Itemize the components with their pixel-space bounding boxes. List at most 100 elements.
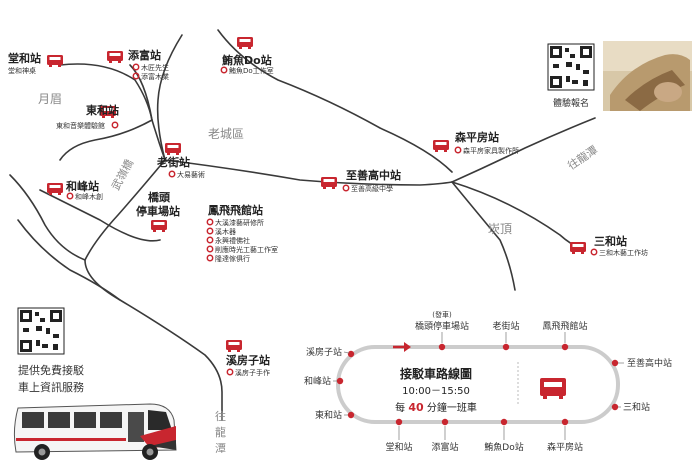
map-pin-icon bbox=[454, 146, 462, 154]
station-label-tianfu: 添富站 bbox=[128, 48, 161, 62]
station-label-laojie: 老街站 bbox=[156, 155, 190, 169]
bus-icon bbox=[433, 140, 449, 152]
map-pin-icon bbox=[111, 121, 119, 129]
route-stop-label: 老街站 bbox=[492, 320, 519, 332]
poi-label: 大易藝術 bbox=[177, 170, 205, 179]
route-stop-dot bbox=[561, 343, 569, 351]
road-network bbox=[9, 29, 596, 421]
service-line-2: 車上資訊服務 bbox=[18, 380, 84, 394]
poi-label: 添富木業 bbox=[141, 72, 169, 81]
bus-icon bbox=[237, 37, 253, 49]
station-label-fengfeifei: 鳳飛飛館站 bbox=[208, 203, 263, 217]
road-laojie-zhishan bbox=[164, 159, 453, 186]
map-pin-icon bbox=[206, 236, 214, 244]
poi-label: 削應時光工藝工作室 bbox=[215, 245, 278, 254]
map-pin-icon bbox=[206, 227, 214, 235]
station-label-sanhe: 三和站 bbox=[594, 234, 627, 248]
station-label-donghe: 東和站 bbox=[86, 103, 119, 117]
map-pin-icon bbox=[220, 66, 228, 74]
map-pin-icon bbox=[66, 192, 74, 200]
route-stop-label: 堂和站 bbox=[385, 441, 412, 453]
bus-icon bbox=[47, 55, 63, 67]
poi-label: 和峰木創 bbox=[75, 192, 103, 201]
route-loop bbox=[336, 345, 620, 424]
service-qr[interactable] bbox=[17, 307, 65, 355]
route-stop-label: 溪房子站 bbox=[306, 346, 342, 358]
area-label-laocheng: 老城區 bbox=[208, 127, 244, 141]
poi-label: 東和音樂體驗館 bbox=[56, 121, 105, 130]
route-stop-label: 三和站 bbox=[623, 401, 650, 413]
station-label-xifangzi: 溪房子站 bbox=[226, 353, 270, 367]
signup-qr[interactable] bbox=[547, 43, 595, 91]
road-tanghe-tianfu bbox=[59, 63, 153, 121]
bus-icon bbox=[165, 143, 181, 155]
map-pin-icon bbox=[590, 248, 598, 256]
road-to-sanhe bbox=[451, 181, 581, 249]
bus-icon bbox=[570, 242, 586, 254]
station-label-qiaotou-2: 停車場站 bbox=[136, 204, 180, 218]
route-stop-label: 鳳飛飛館站 bbox=[542, 320, 587, 332]
station-label-hefeng: 和峰站 bbox=[66, 179, 99, 193]
route-stop-dot bbox=[441, 418, 449, 426]
route-stop-dot bbox=[561, 418, 569, 426]
road-west-outer bbox=[9, 174, 86, 261]
poi-label: 森平房家具製作所 bbox=[463, 146, 519, 155]
area-label-kanding: 崁頂 bbox=[488, 222, 512, 236]
poi-label: 木匠先生 bbox=[141, 63, 169, 72]
route-stop-dot bbox=[347, 411, 355, 419]
service-line-1: 提供免費接駁 bbox=[18, 363, 84, 377]
route-stop-dot bbox=[347, 350, 355, 358]
route-stop-dot bbox=[502, 343, 510, 351]
map-pin-icon bbox=[132, 63, 140, 71]
bus-icon bbox=[540, 378, 566, 399]
map-pin-icon bbox=[168, 170, 176, 178]
map-pin-icon bbox=[226, 368, 234, 376]
route-stop-dot bbox=[336, 377, 344, 385]
map-pin-icon bbox=[206, 218, 214, 226]
route-stop-label: 橋頭停車場站 bbox=[415, 320, 469, 332]
depart-tag: (發車) bbox=[432, 310, 452, 319]
bus-icon bbox=[47, 183, 63, 195]
route-stop-dot bbox=[500, 418, 508, 426]
station-label-tanghe: 堂和站 bbox=[8, 51, 41, 65]
route-stop-label: 森平房站 bbox=[547, 441, 583, 453]
route-stop-label: 東和站 bbox=[315, 409, 342, 421]
road-label-to-longtan-south: 往龍潭 bbox=[215, 409, 226, 455]
bus-icon bbox=[107, 51, 123, 63]
route-hours: 10:00－15:50 bbox=[402, 386, 470, 397]
route-frequency: 每 40 分鐘一班車 bbox=[395, 401, 477, 414]
map-pin-icon bbox=[206, 254, 214, 262]
map-pin-icon bbox=[206, 245, 214, 253]
route-title: 接駁車路線圖 bbox=[400, 366, 472, 381]
route-stop-label: 至善高中站 bbox=[627, 357, 672, 369]
poi-label: 鮪魚Do工作室 bbox=[229, 66, 274, 75]
area-label-yuemei: 月眉 bbox=[38, 92, 62, 106]
shuttle-bus-illustration bbox=[13, 403, 177, 460]
road-to-donghe bbox=[59, 119, 153, 161]
poi-label: 堂和神桌 bbox=[8, 66, 36, 75]
road-hefeng bbox=[39, 189, 161, 242]
route-stop-dot bbox=[611, 359, 619, 367]
station-label-qiaotou-1: 橋頭 bbox=[148, 190, 171, 204]
road-kanding-south bbox=[451, 181, 516, 291]
station-label-zhishan: 至善高中站 bbox=[346, 168, 401, 182]
poi-label: 三和木藝工作坊 bbox=[599, 248, 648, 257]
road-label-wuling: 武嶺橋 bbox=[108, 157, 136, 193]
bus-icon bbox=[321, 177, 337, 189]
poi-label: 大溪漆藝研修所 bbox=[215, 218, 264, 227]
poi-label: 溪木器 bbox=[215, 227, 236, 236]
signup-label: 體驗報名 bbox=[553, 97, 589, 109]
route-stop-dot bbox=[438, 343, 446, 351]
route-stop-dot bbox=[611, 403, 619, 411]
poi-label: 溪房子手作 bbox=[235, 368, 270, 377]
map-pin-icon bbox=[342, 184, 350, 192]
poi-label: 至善高級中學 bbox=[351, 184, 393, 193]
road-west-loop bbox=[17, 219, 121, 301]
bus-icon bbox=[226, 340, 242, 352]
road-label-to-longtan-east: 往龍潭 bbox=[565, 142, 600, 172]
road-to-longtan-east bbox=[451, 117, 596, 183]
road-north bbox=[156, 34, 183, 161]
woodwork-photo bbox=[603, 41, 692, 111]
